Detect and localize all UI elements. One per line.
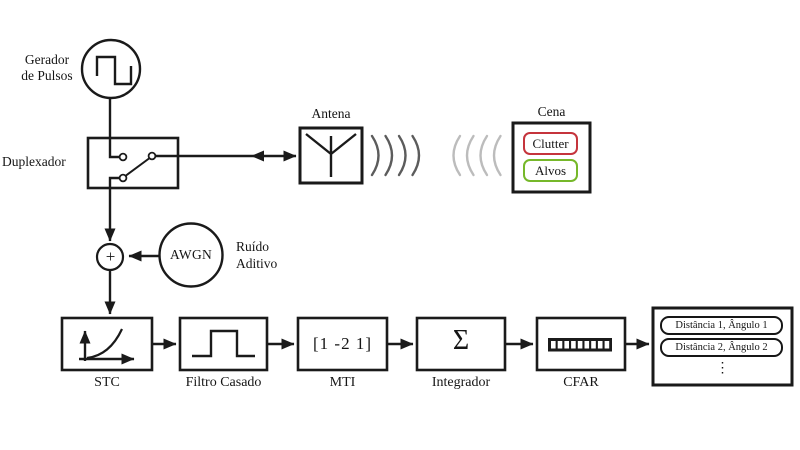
- antenna-icon: [305, 133, 357, 177]
- output-row-label: Distância 1, Ângulo 1: [675, 320, 768, 331]
- stc-label: STC: [94, 375, 120, 390]
- clutter-chip: Clutter: [523, 132, 578, 155]
- switch-contact-icon: [147, 151, 157, 161]
- adder-plus-symbol: +: [105, 246, 116, 266]
- integrator-sigma-symbol: Σ: [452, 325, 470, 356]
- integrator-label: Integrador: [431, 375, 491, 390]
- antenna-label: Antena: [311, 106, 351, 121]
- matched-filter-label: Filtro Casado: [185, 375, 262, 390]
- duplexer-node: [86, 136, 180, 190]
- cfar-label: CFAR: [563, 375, 599, 390]
- switch-blade-icon: [125, 157, 150, 177]
- switch-contact-icon: [118, 152, 128, 162]
- scene-label: Cena: [537, 104, 566, 119]
- mti-coefficients: [1 -2 1]: [313, 334, 372, 353]
- stc-curve-icon: [86, 328, 123, 360]
- output-row: Distância 2, Ângulo 2: [660, 338, 783, 357]
- pulse-waveform-icon: [95, 55, 133, 86]
- arrowhead-left: [251, 150, 264, 162]
- stc-node: [60, 316, 154, 372]
- output-ellipsis: ⋮: [715, 361, 730, 376]
- wire-duplexer-adder: [104, 176, 119, 242]
- awgn-label: AWGN: [169, 247, 213, 262]
- rx-waves-icon: [452, 134, 502, 177]
- output-node: [651, 306, 794, 387]
- targets-chip: Alvos: [523, 159, 578, 182]
- output-row-label: Distância 2, Ângulo 2: [675, 342, 768, 353]
- clutter-label: Clutter: [532, 135, 569, 151]
- duplexer-label: Duplexador: [2, 154, 66, 169]
- matched-filter-pulse-icon: [192, 329, 255, 358]
- antenna-node: [298, 126, 364, 185]
- output-row: Distância 1, Ângulo 1: [660, 316, 783, 335]
- scene-node: [511, 121, 592, 194]
- tx-waves-icon: [370, 134, 421, 177]
- targets-label: Alvos: [534, 162, 567, 178]
- matched-filter-node: [178, 316, 269, 372]
- mti-label: MTI: [329, 375, 356, 390]
- switch-contact-icon: [118, 173, 128, 183]
- duplexer-switch-in: [108, 138, 119, 159]
- cfar-cells-icon: [548, 338, 612, 352]
- additive-noise-caption: Ruído Aditivo: [236, 239, 278, 271]
- pulse-generator-label: Gerador de Pulsos: [21, 52, 73, 83]
- awgn-node: [158, 222, 224, 288]
